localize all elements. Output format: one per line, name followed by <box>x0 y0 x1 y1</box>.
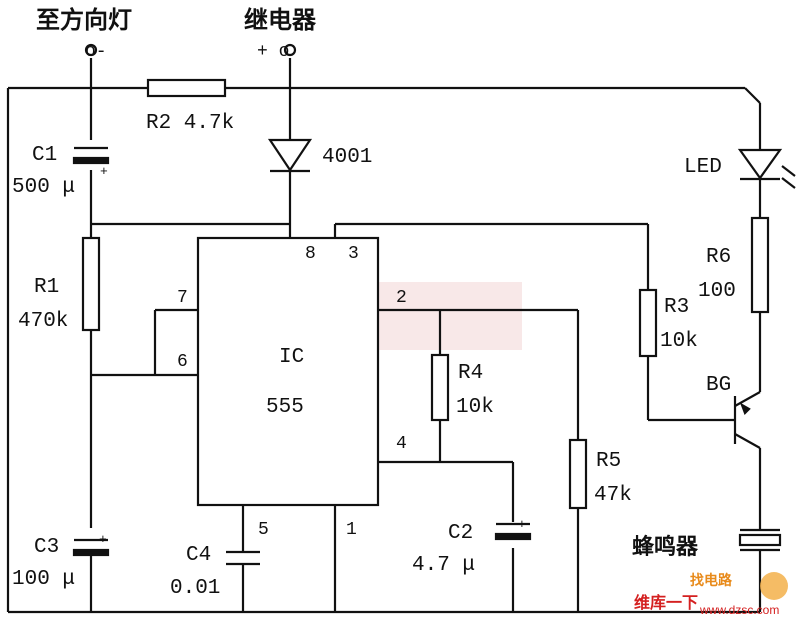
resistor-r2 <box>146 78 227 98</box>
watermark-line2: 维库一下 <box>634 593 698 612</box>
c3-value: 100 μ <box>12 568 75 591</box>
c1-name: C1 <box>32 144 57 167</box>
diode-4001 <box>267 138 313 173</box>
pin-2: 2 <box>396 288 407 308</box>
r1-value: 470k <box>18 310 68 333</box>
r6-name: R6 <box>706 246 731 269</box>
pin-1: 1 <box>346 520 357 540</box>
ic-555-body <box>196 236 380 507</box>
led <box>737 148 796 189</box>
watermark-url: www.dzsc.com <box>699 603 779 617</box>
terminal-relay <box>283 43 297 57</box>
resistor-r5 <box>568 438 588 510</box>
turn-signal-label: 至方向灯 <box>36 6 132 34</box>
c4-name: C4 <box>186 544 211 567</box>
pin-6: 6 <box>177 352 188 372</box>
watermark-line1: 找电路 <box>690 572 733 589</box>
capacitor-c1: + <box>72 146 110 179</box>
watermark-logo: 找电路 维库一下 www.dzsc.com <box>634 572 788 617</box>
buzzer <box>738 528 782 552</box>
c3-name: C3 <box>34 536 59 559</box>
pin-4: 4 <box>396 434 407 454</box>
r4-value: 10k <box>456 396 494 419</box>
c1-value: 500 μ <box>12 176 75 199</box>
resistor-r4 <box>430 353 450 422</box>
resistor-r1 <box>81 236 101 332</box>
pin-3: 3 <box>348 244 359 264</box>
capacitor-c2: + <box>494 517 532 541</box>
r1-name: R1 <box>34 276 59 299</box>
buzzer-label: 蜂鸣器 <box>632 534 699 560</box>
transistor-bg <box>733 391 761 449</box>
r3-value: 10k <box>660 330 698 353</box>
r5-name: R5 <box>596 450 621 473</box>
r4-name: R4 <box>458 362 483 385</box>
c2-name: C2 <box>448 522 473 545</box>
capacitor-c4 <box>226 550 260 566</box>
svg-text:+: + <box>100 164 108 179</box>
resistor-r6 <box>750 216 770 314</box>
ic-model: 555 <box>266 396 304 419</box>
pin-7: 7 <box>177 288 188 308</box>
c2-value: 4.7 μ <box>412 554 475 577</box>
ic-name: IC <box>279 346 304 369</box>
transistor-label: BG <box>706 374 731 397</box>
r2-label: R2 4.7k <box>146 112 234 135</box>
c4-value: 0.01 <box>170 577 220 600</box>
resistor-r3 <box>638 288 658 358</box>
relay-label: 继电器 <box>244 6 317 34</box>
r5-value: 47k <box>594 484 632 507</box>
r3-name: R3 <box>664 296 689 319</box>
terminal-turn-signal <box>84 43 98 57</box>
turn-signal-polarity: o- <box>85 42 107 62</box>
r6-value: 100 <box>698 280 736 303</box>
wires <box>6 58 762 614</box>
pin-8: 8 <box>305 244 316 264</box>
diode-label: 4001 <box>322 146 372 169</box>
pin-5: 5 <box>258 520 269 540</box>
led-label: LED <box>684 156 722 179</box>
capacitor-c3: + <box>72 532 110 557</box>
relay-polarity: + o <box>257 42 289 62</box>
